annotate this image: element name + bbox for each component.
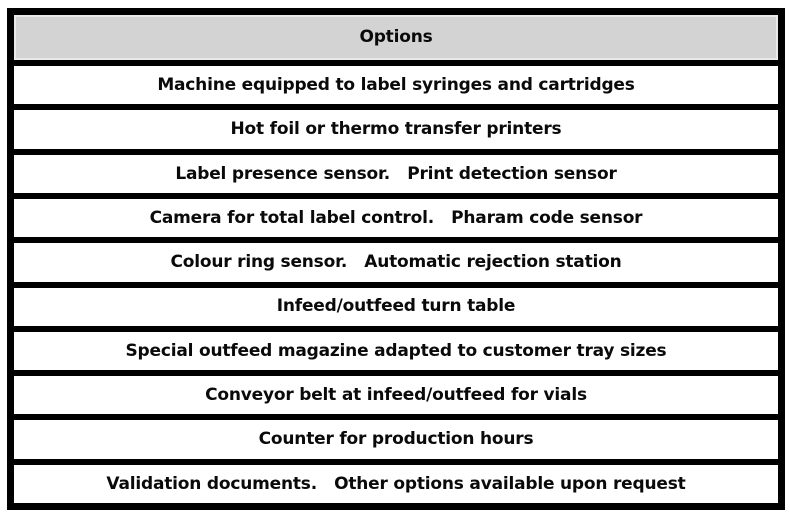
table-row: Hot foil or thermo transfer printers — [14, 110, 778, 149]
table-row: Infeed/outfeed turn table — [14, 287, 778, 326]
table-row: Machine equipped to label syringes and c… — [14, 66, 778, 105]
table-header-row: Options — [14, 15, 778, 61]
table-row: Counter for production hours — [14, 420, 778, 459]
table-row: Label presence sensor. Print detection s… — [14, 154, 778, 194]
table-row-label: Validation documents. Other options avai… — [106, 473, 686, 494]
table-row-label: Colour ring sensor. Automatic rejection … — [170, 252, 622, 273]
table-row: Camera for total label control. Pharam c… — [14, 199, 778, 238]
options-table: Options Machine equipped to label syring… — [7, 8, 785, 510]
table-row-label: Infeed/outfeed turn table — [276, 296, 516, 317]
table-row: Colour ring sensor. Automatic rejection … — [14, 243, 778, 282]
table-row: Special outfeed magazine adapted to cust… — [14, 331, 778, 371]
table-row-label: Special outfeed magazine adapted to cust… — [125, 340, 667, 361]
table-row: Conveyor belt at infeed/outfeed for vial… — [14, 376, 778, 415]
table-row-label: Conveyor belt at infeed/outfeed for vial… — [205, 384, 587, 405]
table-row: Validation documents. Other options avai… — [14, 464, 778, 503]
table-row-label: Hot foil or thermo transfer printers — [230, 119, 562, 140]
table-row-label: Counter for production hours — [258, 429, 534, 450]
table-row-label: Machine equipped to label syringes and c… — [157, 74, 635, 95]
table-header-label: Options — [359, 27, 433, 48]
table-row-label: Camera for total label control. Pharam c… — [149, 207, 643, 228]
table-row-label: Label presence sensor. Print detection s… — [175, 163, 617, 184]
